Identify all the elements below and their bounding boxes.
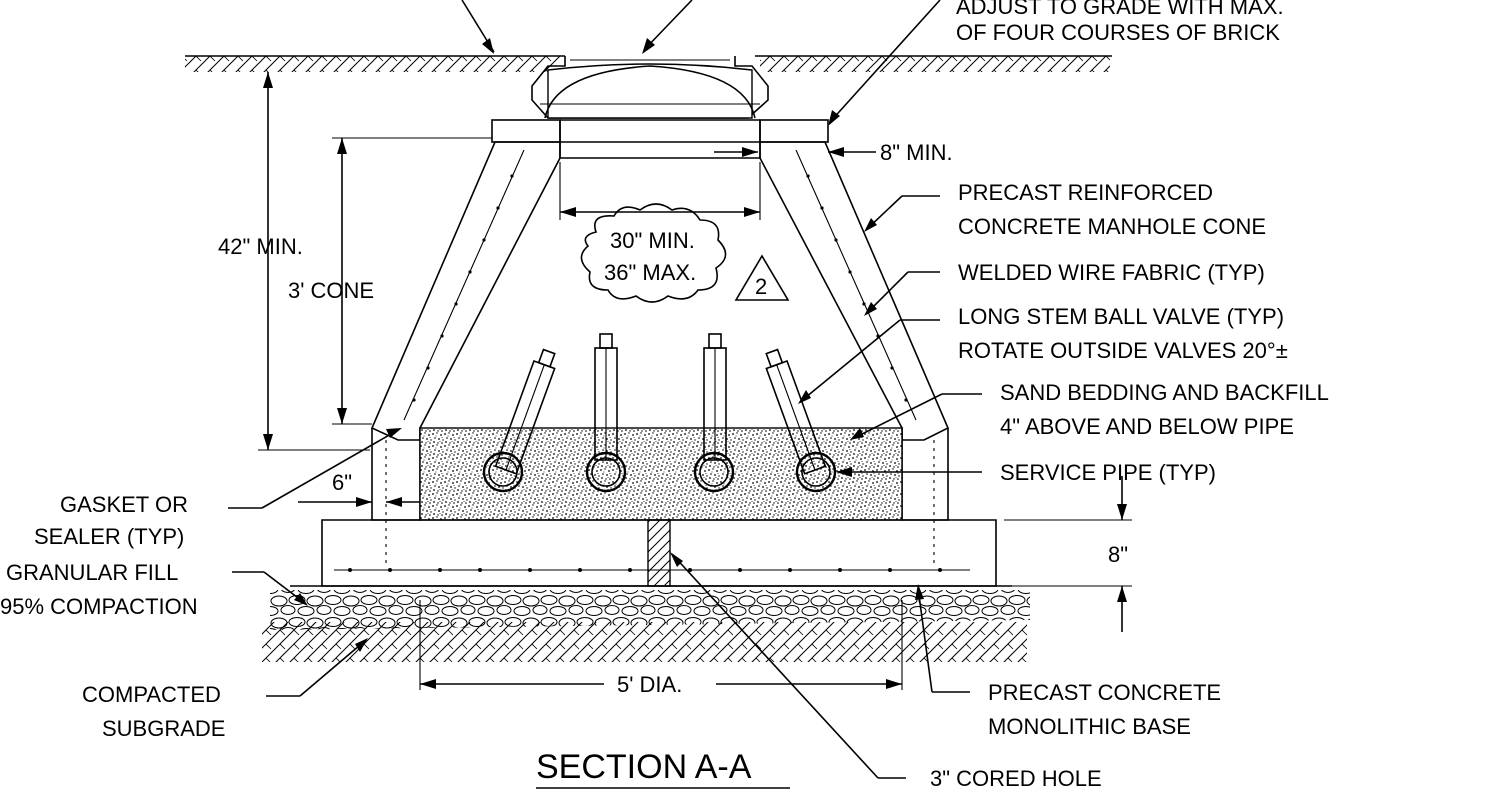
revision-number: 2 — [755, 274, 767, 299]
valve-risers — [494, 333, 827, 475]
compacted-subgrade — [262, 622, 1027, 662]
adjust-label-line2: OF FOUR COURSES OF BRICK — [956, 20, 1280, 45]
manhole-frame-and-cover — [531, 56, 769, 119]
adjustment-brick-course — [491, 119, 829, 159]
cored-hole-label: 3" CORED HOLE — [930, 766, 1102, 791]
gasket-label-line2: SEALER (TYP) — [34, 524, 184, 549]
five-dia-label: 5' DIA. — [617, 672, 682, 697]
wire-fabric-label: WELDED WIRE FABRIC (TYP) — [958, 260, 1265, 285]
six-inch-label: 6" — [332, 470, 352, 495]
opening-min-label: 30" MIN. — [610, 228, 695, 253]
cored-hole — [647, 519, 671, 587]
sand-bedding — [419, 427, 903, 521]
sand-label-line1: SAND BEDDING AND BACKFILL — [1000, 380, 1329, 405]
forty-two-min-label: 42" MIN. — [218, 234, 303, 259]
ground-surface — [185, 55, 1112, 72]
opening-max-label: 36" MAX. — [604, 260, 696, 285]
dimension-lines — [258, 72, 1132, 690]
cone-label-line2: CONCRETE MANHOLE CONE — [958, 214, 1266, 239]
annotation-text: ADJUST TO GRADE WITH MAX. OF FOUR COURSE… — [0, 0, 1329, 791]
eight-inch-label: 8" — [1108, 542, 1128, 567]
subgrade-label-line2: SUBGRADE — [102, 716, 225, 741]
subgrade-label-line1: COMPACTED — [82, 682, 221, 707]
leader-lines — [228, 0, 982, 779]
fill-label-line2: 95% COMPACTION — [0, 594, 198, 619]
cone-label-line1: PRECAST REINFORCED — [958, 180, 1213, 205]
sand-label-line2: 4" ABOVE AND BELOW PIPE — [1000, 414, 1294, 439]
adjust-label-line1: ADJUST TO GRADE WITH MAX. — [956, 0, 1284, 19]
concrete-cone-walls — [370, 141, 950, 441]
granular-fill — [270, 585, 1030, 630]
valve-label-line1: LONG STEM BALL VALVE (TYP) — [958, 304, 1284, 329]
revision-cloud — [580, 203, 727, 303]
service-pipes — [482, 451, 837, 493]
valve-label-line2: ROTATE OUTSIDE VALVES 20°± — [958, 338, 1288, 363]
revision-triangle-icon — [734, 254, 790, 301]
three-cone-label: 3' CONE — [288, 278, 374, 303]
section-title: SECTION A-A — [536, 748, 752, 786]
base-label-line2: MONOLITHIC BASE — [988, 714, 1191, 739]
eight-min-label: 8" MIN. — [880, 140, 953, 165]
fill-label-line1: GRANULAR FILL — [6, 560, 178, 585]
base-label-line1: PRECAST CONCRETE — [988, 680, 1221, 705]
gasket-label-line1: GASKET OR — [60, 492, 188, 517]
service-pipe-label: SERVICE PIPE (TYP) — [1000, 460, 1216, 485]
